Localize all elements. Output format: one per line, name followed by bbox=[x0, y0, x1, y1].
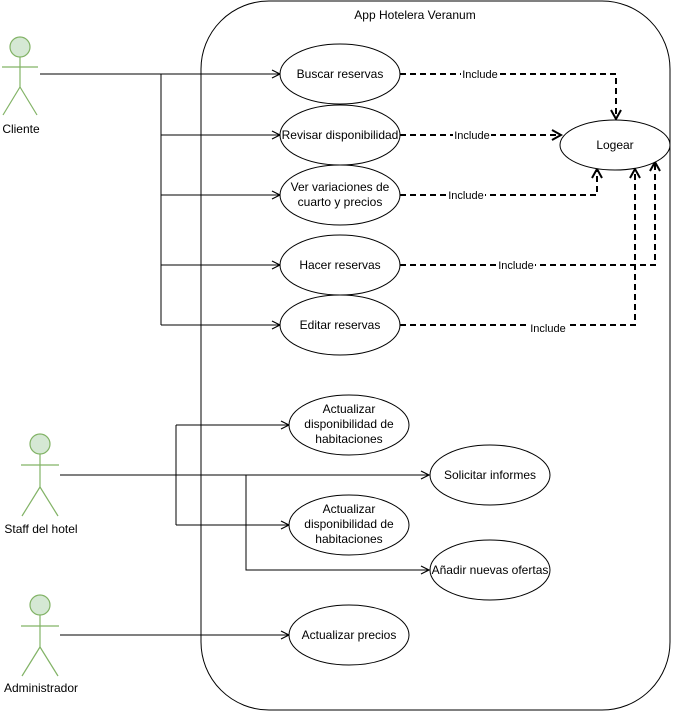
usecase-actualizar-precios[interactable]: Actualizar precios bbox=[288, 604, 410, 666]
usecase-ver-variaciones[interactable]: Ver variaciones de cuarto y precios bbox=[279, 164, 401, 226]
svg-text:Include: Include bbox=[530, 323, 565, 335]
include-label: Include bbox=[461, 67, 499, 81]
usecase-label: disponibilidad de bbox=[304, 517, 394, 531]
usecase-editar-reservas[interactable]: Editar reservas bbox=[279, 294, 401, 356]
actor-staff[interactable]: Staff del hotel bbox=[4, 433, 78, 536]
usecase-label: Ver variaciones de bbox=[291, 180, 390, 194]
usecase-label: habitaciones bbox=[315, 532, 382, 546]
svg-text:Include: Include bbox=[448, 190, 483, 202]
usecase-revisar-disponibilidad[interactable]: Revisar disponibilidad bbox=[279, 104, 401, 166]
usecase-label: Buscar reservas bbox=[297, 67, 384, 81]
include-editar bbox=[400, 169, 635, 326]
include-label: Include bbox=[497, 258, 535, 272]
usecase-label: Añadir nuevas ofertas bbox=[432, 563, 549, 577]
usecase-anadir-ofertas[interactable]: Añadir nuevas ofertas bbox=[429, 539, 551, 601]
usecase-label: Logear bbox=[596, 138, 633, 152]
actor-cliente[interactable]: Cliente bbox=[2, 36, 40, 136]
actor-admin[interactable]: Administrador bbox=[4, 594, 78, 695]
usecase-label: Actualizar bbox=[323, 402, 376, 416]
usecase-label: Actualizar precios bbox=[302, 628, 397, 642]
actor-label: Administrador bbox=[4, 681, 78, 695]
system-title: App Hotelera Veranum bbox=[354, 8, 475, 22]
include-label: Include bbox=[529, 321, 567, 335]
svg-text:Include: Include bbox=[462, 69, 497, 81]
usecase-label: Revisar disponibilidad bbox=[282, 128, 399, 142]
usecase-logear[interactable]: Logear bbox=[559, 119, 671, 171]
actor-label: Staff del hotel bbox=[4, 522, 77, 536]
usecase-label: cuarto y precios bbox=[298, 195, 383, 209]
staff-associations bbox=[60, 425, 429, 570]
include-label: Include bbox=[453, 128, 491, 142]
usecase-actualizar-disponibilidad-1[interactable]: Actualizar disponibilidad de habitacione… bbox=[288, 394, 410, 456]
usecase-buscar-reservas[interactable]: Buscar reservas bbox=[279, 43, 401, 105]
usecase-label: Solicitar informes bbox=[444, 468, 536, 482]
system-boundary bbox=[200, 0, 671, 711]
svg-text:Include: Include bbox=[454, 130, 489, 142]
usecase-label: Editar reservas bbox=[300, 318, 381, 332]
usecase-actualizar-disponibilidad-2[interactable]: Actualizar disponibilidad de habitacione… bbox=[288, 494, 410, 556]
usecase-label: disponibilidad de bbox=[304, 417, 394, 431]
assoc-ofertas bbox=[245, 475, 429, 570]
usecase-label: habitaciones bbox=[315, 432, 382, 446]
usecase-hacer-reservas[interactable]: Hacer reservas bbox=[279, 234, 401, 296]
usecase-label: Actualizar bbox=[323, 502, 376, 516]
include-label: Include bbox=[447, 188, 485, 202]
usecase-solicitar-informes[interactable]: Solicitar informes bbox=[429, 444, 551, 506]
cliente-associations bbox=[40, 74, 280, 325]
include-hacer bbox=[400, 162, 655, 266]
svg-text:Include: Include bbox=[498, 260, 533, 272]
usecase-label: Hacer reservas bbox=[299, 258, 380, 272]
actor-label: Cliente bbox=[2, 122, 40, 136]
